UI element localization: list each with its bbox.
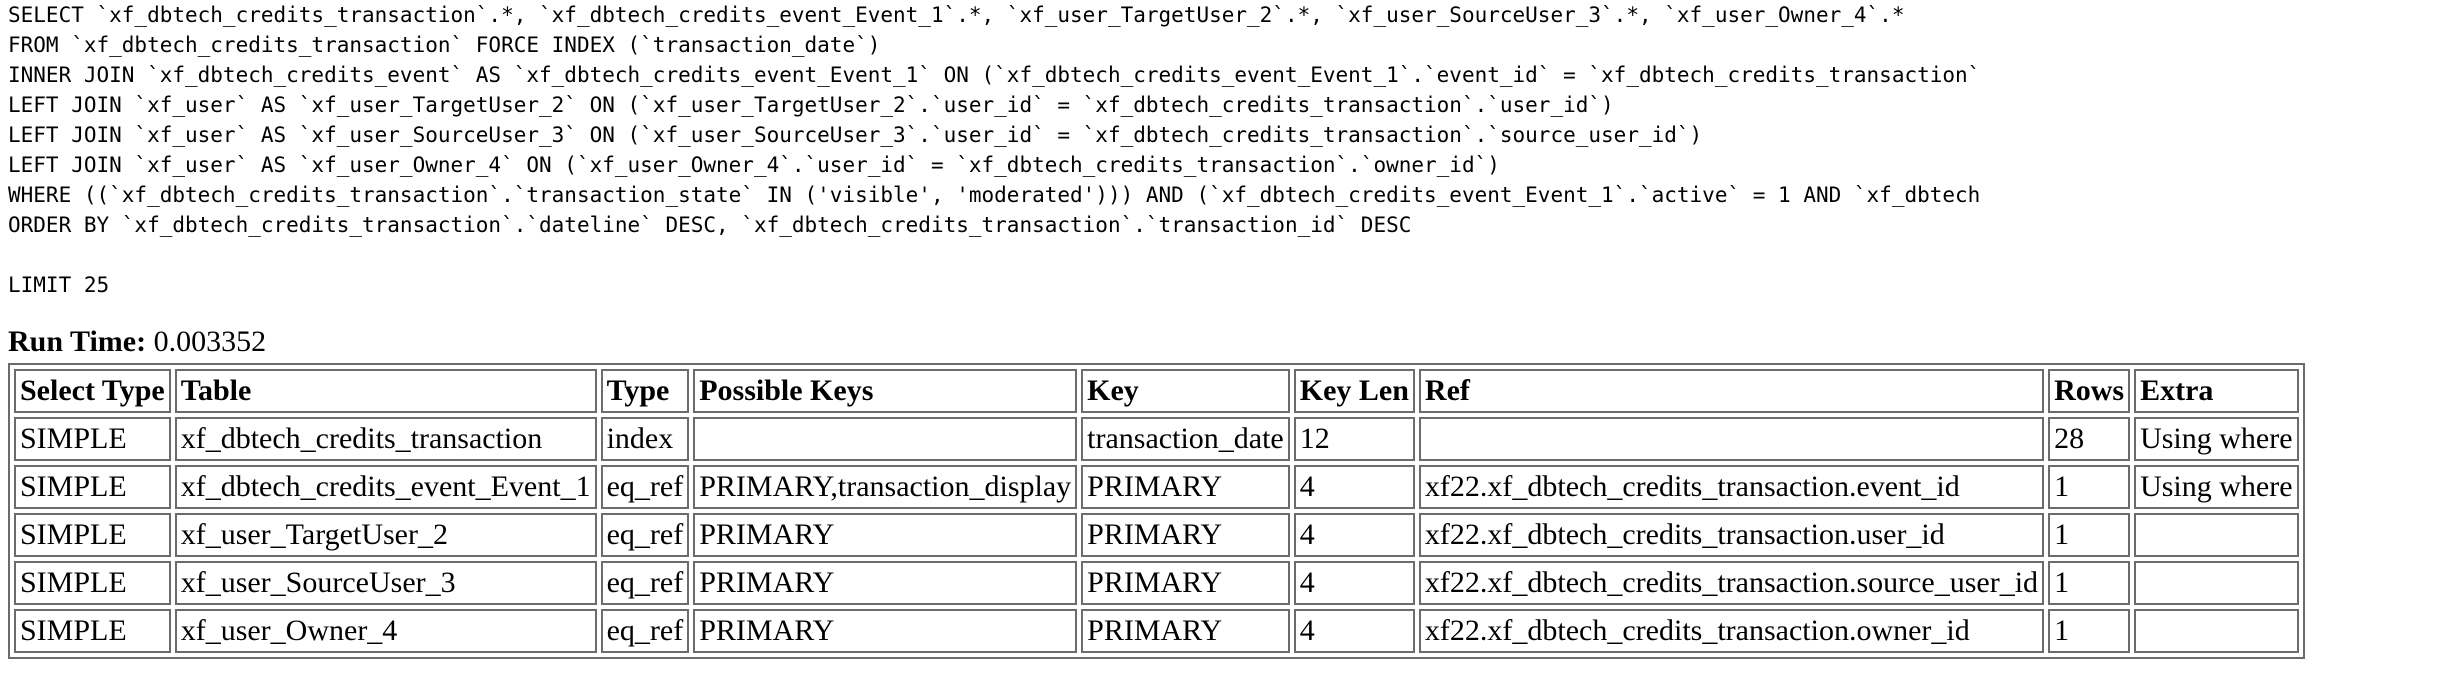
cell-possible-keys: PRIMARY	[693, 609, 1078, 653]
header-key-len: Key Len	[1293, 369, 1415, 413]
header-type: Type	[600, 369, 690, 413]
header-rows: Rows	[2048, 369, 2131, 413]
cell-type: eq_ref	[600, 465, 690, 509]
sql-line-inner-join: INNER JOIN `xf_dbtech_credits_event` AS …	[8, 63, 1981, 87]
sql-query: SELECT `xf_dbtech_credits_transaction`.*…	[8, 0, 1980, 300]
sql-line-left-join-source: LEFT JOIN `xf_user` AS `xf_user_SourceUs…	[8, 123, 1703, 147]
sql-line-order-by: ORDER BY `xf_dbtech_credits_transaction`…	[8, 213, 1412, 237]
cell-key-len: 4	[1293, 513, 1415, 557]
run-time: Run Time: 0.003352	[8, 322, 266, 362]
table-header-row: Select Type Table Type Possible Keys Key…	[14, 369, 2299, 413]
cell-select-type: SIMPLE	[14, 513, 171, 557]
header-key: Key	[1081, 369, 1290, 413]
sql-line-where: WHERE ((`xf_dbtech_credits_transaction`.…	[8, 183, 1981, 207]
cell-rows: 1	[2048, 561, 2131, 605]
cell-extra	[2134, 561, 2299, 605]
cell-select-type: SIMPLE	[14, 609, 171, 653]
cell-rows: 1	[2048, 465, 2131, 509]
sql-line-from: FROM `xf_dbtech_credits_transaction` FOR…	[8, 33, 881, 57]
cell-ref: xf22.xf_dbtech_credits_transaction.user_…	[1418, 513, 2045, 557]
cell-key: transaction_date	[1081, 417, 1290, 461]
cell-possible-keys: PRIMARY	[693, 561, 1078, 605]
cell-key: PRIMARY	[1081, 513, 1290, 557]
sql-line-limit: LIMIT 25	[8, 273, 110, 297]
cell-ref: xf22.xf_dbtech_credits_transaction.sourc…	[1418, 561, 2045, 605]
cell-table: xf_user_Owner_4	[174, 609, 597, 653]
header-extra: Extra	[2134, 369, 2299, 413]
cell-key: PRIMARY	[1081, 609, 1290, 653]
cell-ref: xf22.xf_dbtech_credits_transaction.owner…	[1418, 609, 2045, 653]
cell-table: xf_dbtech_credits_event_Event_1	[174, 465, 597, 509]
header-possible-keys: Possible Keys	[693, 369, 1078, 413]
cell-extra: Using where	[2134, 417, 2299, 461]
header-ref: Ref	[1418, 369, 2045, 413]
explain-table: Select Type Table Type Possible Keys Key…	[8, 363, 2305, 659]
cell-rows: 28	[2048, 417, 2131, 461]
cell-key-len: 4	[1293, 465, 1415, 509]
cell-type: eq_ref	[600, 513, 690, 557]
sql-line-select: SELECT `xf_dbtech_credits_transaction`.*…	[8, 3, 1905, 27]
cell-rows: 1	[2048, 513, 2131, 557]
run-time-label: Run Time:	[8, 325, 147, 358]
cell-possible-keys: PRIMARY	[693, 513, 1078, 557]
run-time-value: 0.003352	[153, 325, 267, 358]
cell-table: xf_dbtech_credits_transaction	[174, 417, 597, 461]
cell-ref: xf22.xf_dbtech_credits_transaction.event…	[1418, 465, 2045, 509]
cell-possible-keys: PRIMARY,transaction_display	[693, 465, 1078, 509]
cell-key: PRIMARY	[1081, 561, 1290, 605]
cell-key-len: 4	[1293, 561, 1415, 605]
cell-type: eq_ref	[600, 561, 690, 605]
cell-extra: Using where	[2134, 465, 2299, 509]
cell-rows: 1	[2048, 609, 2131, 653]
cell-extra	[2134, 513, 2299, 557]
cell-key-len: 12	[1293, 417, 1415, 461]
cell-type: eq_ref	[600, 609, 690, 653]
sql-line-left-join-owner: LEFT JOIN `xf_user` AS `xf_user_Owner_4`…	[8, 153, 1500, 177]
table-row: SIMPLE xf_dbtech_credits_event_Event_1 e…	[14, 465, 2299, 509]
cell-key-len: 4	[1293, 609, 1415, 653]
table-row: SIMPLE xf_user_Owner_4 eq_ref PRIMARY PR…	[14, 609, 2299, 653]
cell-type: index	[600, 417, 690, 461]
cell-table: xf_user_SourceUser_3	[174, 561, 597, 605]
cell-ref	[1418, 417, 2045, 461]
table-row: SIMPLE xf_user_SourceUser_3 eq_ref PRIMA…	[14, 561, 2299, 605]
cell-table: xf_user_TargetUser_2	[174, 513, 597, 557]
cell-extra	[2134, 609, 2299, 653]
header-table: Table	[174, 369, 597, 413]
header-select-type: Select Type	[14, 369, 171, 413]
cell-key: PRIMARY	[1081, 465, 1290, 509]
cell-select-type: SIMPLE	[14, 417, 171, 461]
cell-select-type: SIMPLE	[14, 561, 171, 605]
sql-line-left-join-target: LEFT JOIN `xf_user` AS `xf_user_TargetUs…	[8, 93, 1614, 117]
table-row: SIMPLE xf_user_TargetUser_2 eq_ref PRIMA…	[14, 513, 2299, 557]
cell-possible-keys	[693, 417, 1078, 461]
sql-line-blank	[8, 240, 1980, 270]
cell-select-type: SIMPLE	[14, 465, 171, 509]
table-row: SIMPLE xf_dbtech_credits_transaction ind…	[14, 417, 2299, 461]
